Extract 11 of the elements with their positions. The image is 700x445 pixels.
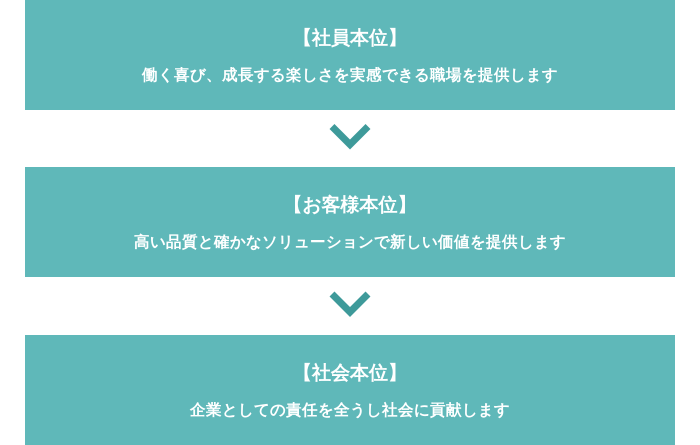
description: 高い品質と確かなソリューションで新しい価値を提供します <box>134 232 566 252</box>
text-band <box>25 335 675 445</box>
chevron-arrow <box>330 292 370 317</box>
heading: 【社員本位】 <box>293 26 407 50</box>
description: 働く喜び、成長する楽しさを実感できる職場を提供します <box>142 64 558 86</box>
heading: 【社会本位】 <box>293 360 407 386</box>
text-band <box>25 167 675 277</box>
heading: 【お客様本位】 <box>284 192 416 218</box>
text-band <box>25 0 675 110</box>
chevron-arrow <box>330 124 370 150</box>
description: 企業としての責任を全うし社会に貢献します <box>190 400 510 420</box>
